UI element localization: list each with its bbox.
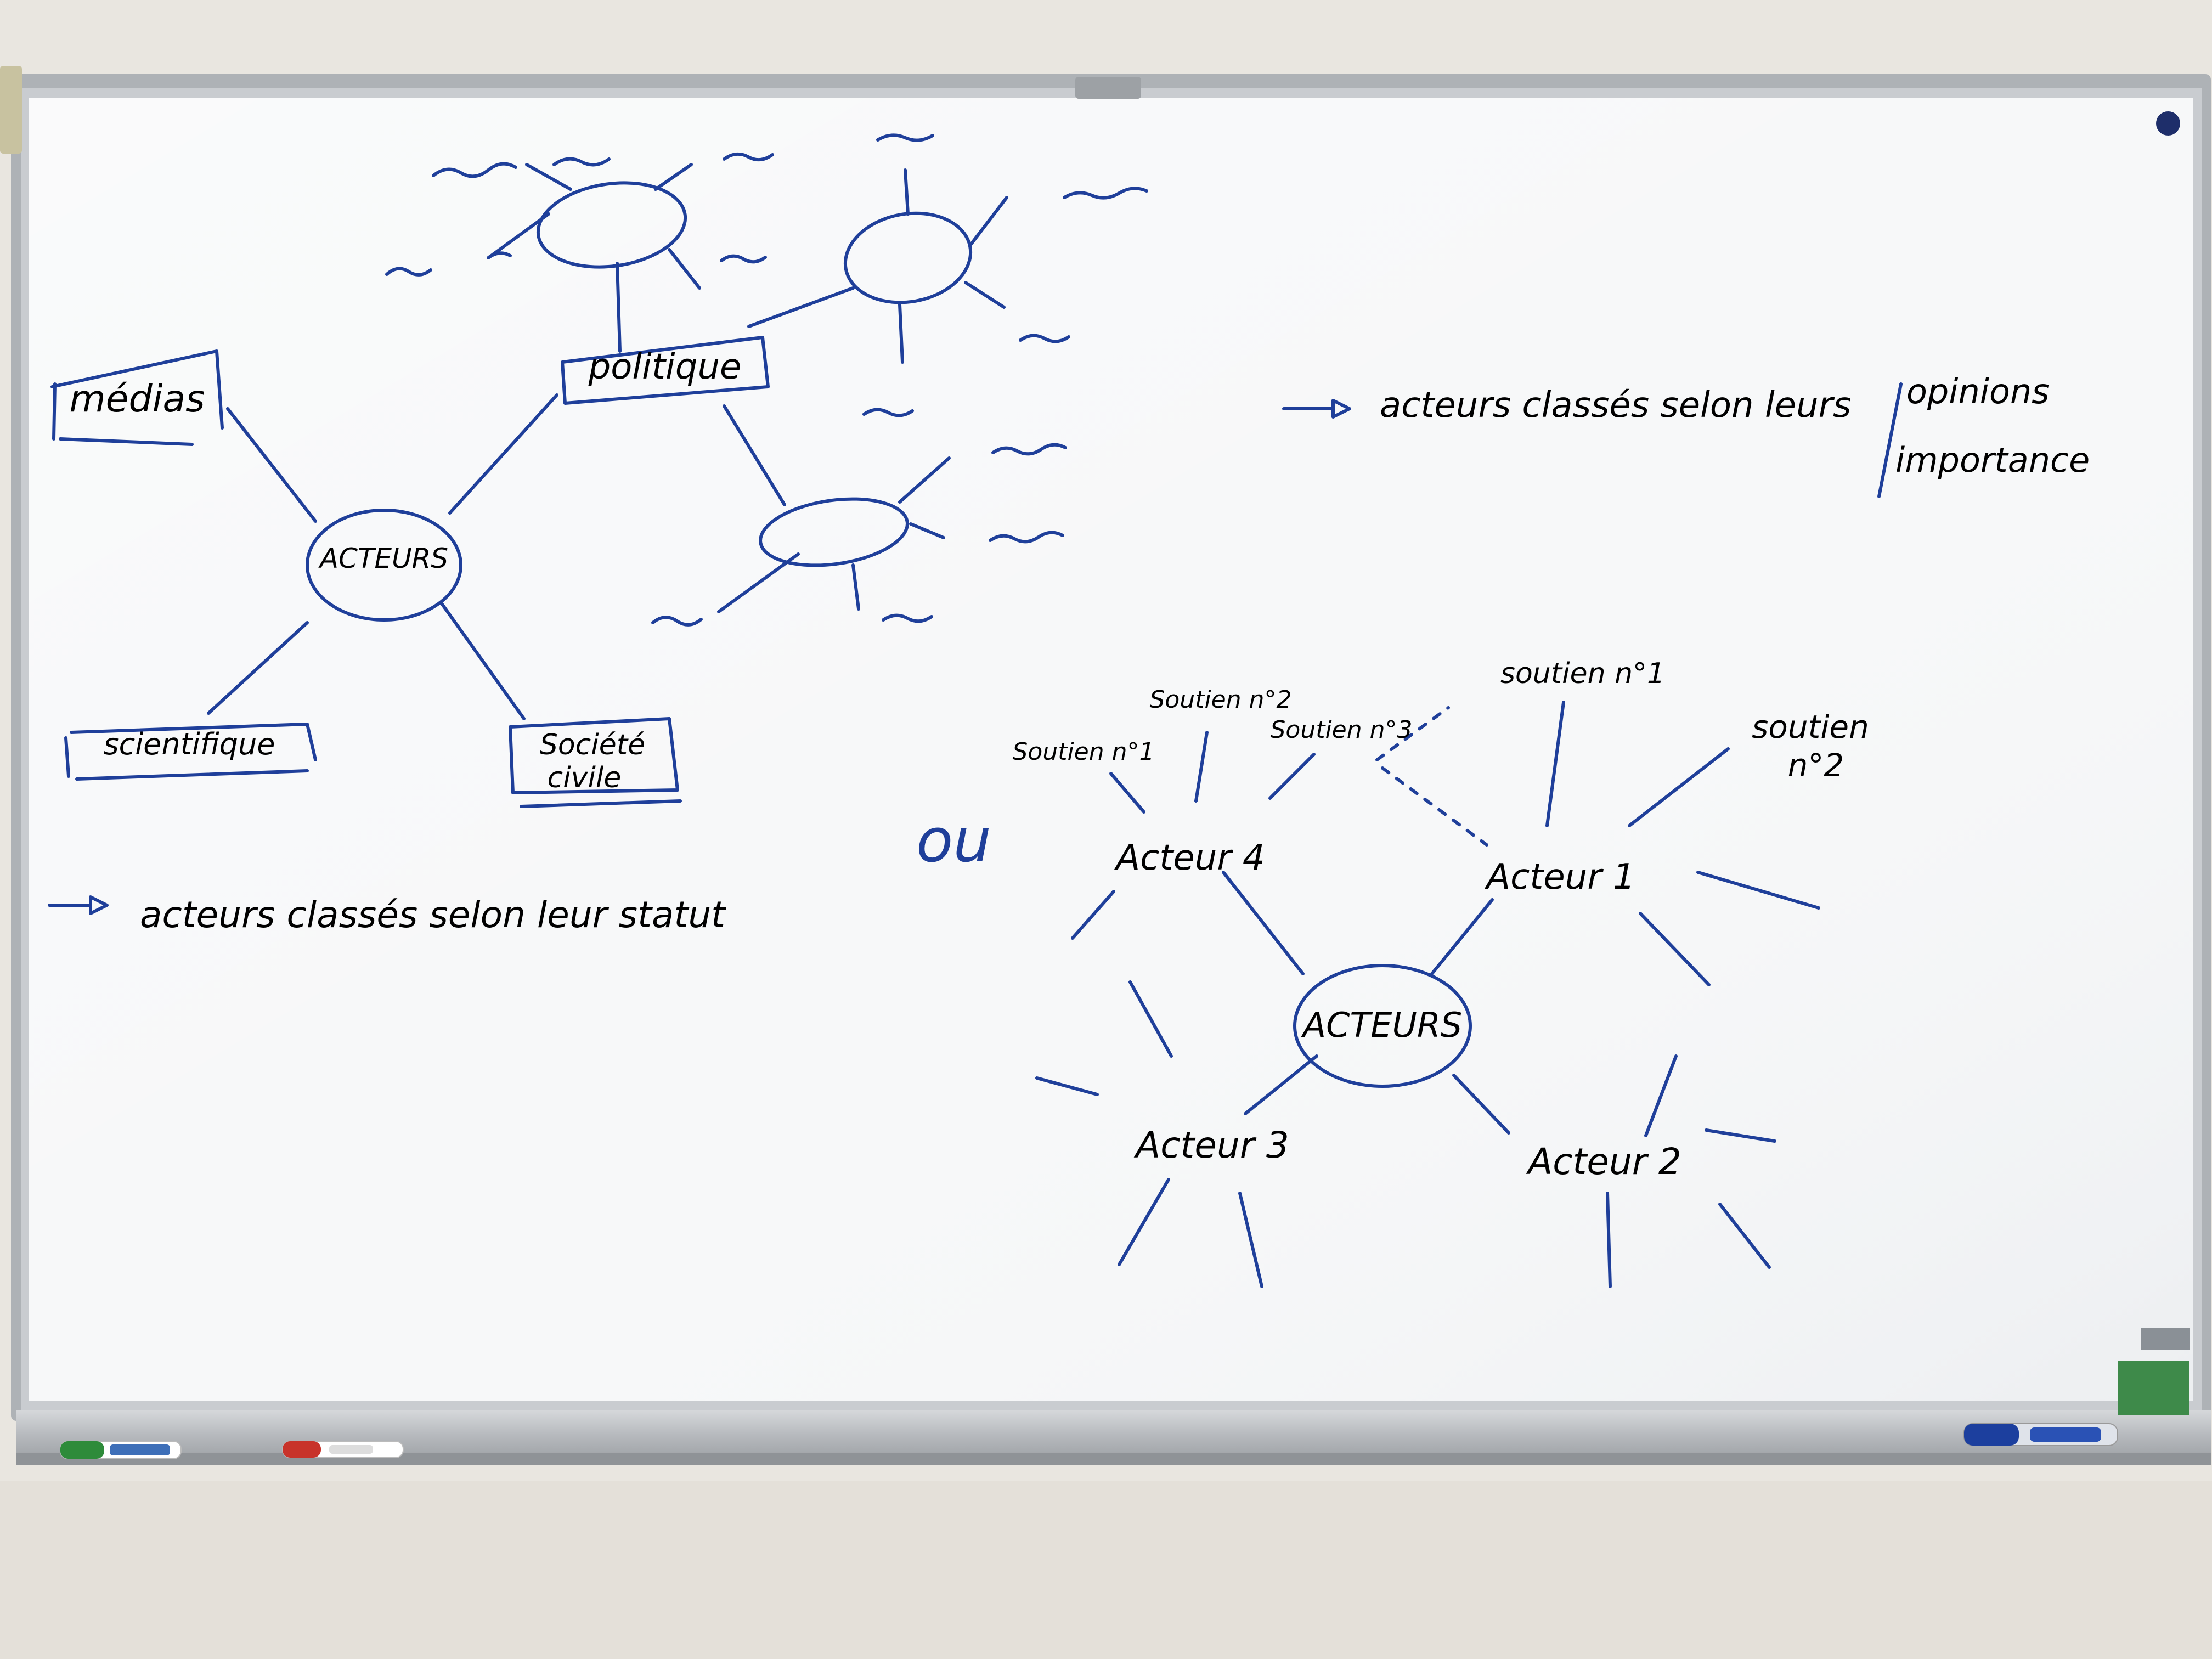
arrow-right-note (1282, 399, 1351, 419)
diagram2-text: ACTEURS Acteur 4 Acteur 1 Acteur 3 Acteu… (1012, 657, 1869, 1183)
diagram1-center-ellipse (306, 509, 462, 622)
diagram1-ink (48, 133, 1903, 915)
box-scientifique (64, 723, 317, 781)
label-societe-line1: Société (540, 729, 645, 761)
actor-1-label: Acteur 1 (1484, 857, 1635, 898)
note-right-text: acteurs classés selon leurs opinions imp… (1380, 371, 2090, 480)
label-politique: politique (588, 347, 742, 387)
sub-ellipse-3 (759, 497, 909, 567)
label-scientifique: scientifique (103, 727, 275, 761)
red-marker[interactable] (282, 1441, 404, 1458)
link-sub2 (747, 286, 855, 328)
diagram1-caption: acteurs classés selon leur statut (140, 894, 726, 936)
board-sheen (29, 98, 2193, 1401)
label-societe-line2: civile (548, 761, 622, 794)
spoke-a2 (1452, 1074, 1510, 1135)
diagram1-center-label: ACTEURS (318, 543, 448, 574)
box-societe (509, 717, 682, 808)
marker-tray-lip (16, 1453, 2211, 1465)
diagram2-center-label: ACTEURS (1301, 1005, 1463, 1045)
box-medias (50, 349, 224, 446)
actor-3-label: Acteur 3 (1133, 1124, 1289, 1166)
blue-marker[interactable] (1963, 1423, 2118, 1446)
sub-ellipse-2 (843, 211, 973, 304)
spoke-societe (440, 602, 526, 720)
green-marker[interactable] (60, 1441, 182, 1459)
wall-lower (0, 1481, 2212, 1659)
actor-4-label: Acteur 4 (1114, 838, 1265, 878)
actor-2-label: Acteur 2 (1526, 1141, 1681, 1183)
support-a4-1: Soutien n°1 (1012, 738, 1154, 766)
spoke-a1 (1430, 898, 1494, 975)
spoke-scientifique (207, 621, 309, 715)
support-a1-1: soutien n°1 (1500, 657, 1665, 690)
box-politique (561, 336, 770, 405)
note-right-main: acteurs classés selon leurs (1380, 385, 1851, 426)
sub-ellipse-1 (536, 181, 687, 269)
spoke-politique (448, 393, 558, 515)
diagram2-ink (1035, 701, 1820, 1288)
note-right-option1: opinions (1906, 371, 2050, 411)
separator-ou: ou (916, 805, 991, 876)
spoke-a3 (1244, 1054, 1318, 1115)
support-a1-2-line1: soutien (1752, 708, 1869, 746)
label-medias: médias (69, 377, 205, 421)
support-a4-2: Soutien n°2 (1149, 686, 1291, 714)
wall-bracket (0, 66, 22, 154)
brand-logo (2156, 111, 2180, 136)
note-right-option2: importance (1895, 440, 2090, 480)
board-clip (2141, 1328, 2190, 1350)
diagram1-text: ACTEURS médias politique scientifique So… (69, 347, 741, 936)
diagram2-center-ellipse (1293, 964, 1472, 1088)
arrow-left-caption (48, 895, 109, 915)
note-brace (1877, 382, 1903, 498)
spoke-medias (226, 407, 317, 523)
spoke-a4 (1222, 871, 1305, 975)
support-a4-3: Soutien n°3 (1270, 716, 1412, 744)
board-hanger (1075, 77, 1141, 99)
support-a1-2-line2: n°2 (1788, 747, 1844, 784)
link-sub1 (616, 262, 622, 353)
board-label-sticker (2118, 1361, 2189, 1415)
link-sub3 (723, 404, 786, 506)
